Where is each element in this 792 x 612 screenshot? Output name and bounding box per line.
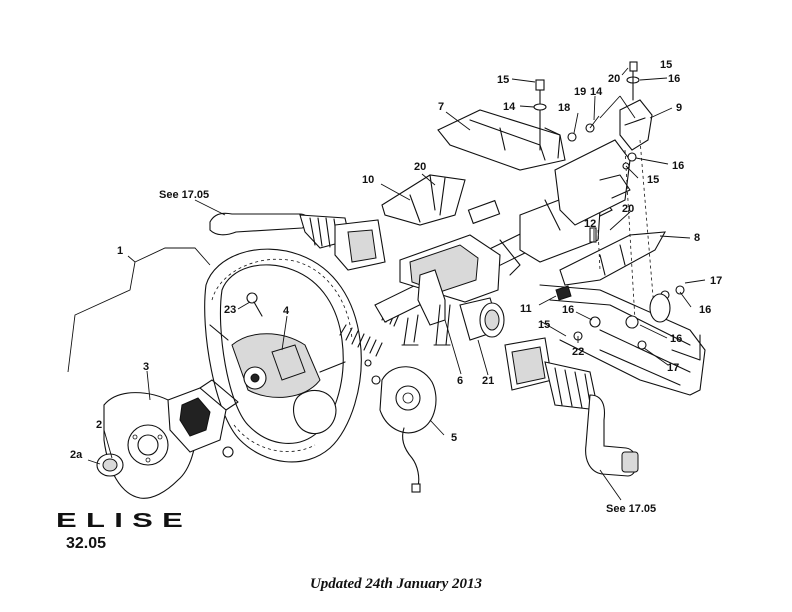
callout-2a: 2a bbox=[70, 449, 83, 461]
callout-3: 3 bbox=[143, 361, 149, 373]
callout-15-a: 15 bbox=[497, 74, 509, 86]
bolt-23 bbox=[246, 292, 263, 317]
callout-15-d: 15 bbox=[538, 319, 550, 331]
callout-16-c: 16 bbox=[562, 304, 574, 316]
callout-11: 11 bbox=[520, 303, 532, 315]
callout-4: 4 bbox=[283, 305, 290, 317]
steering-column bbox=[374, 139, 631, 346]
callout-2: 2 bbox=[96, 419, 102, 431]
dashboard-structure bbox=[539, 139, 706, 396]
callout-20-b: 20 bbox=[414, 161, 426, 173]
callout-17-b: 17 bbox=[667, 362, 679, 374]
clip-11 bbox=[555, 285, 572, 301]
callout-16-e: 16 bbox=[670, 333, 682, 345]
callout-16-a: 16 bbox=[668, 73, 680, 85]
see-reference-upper: See 17.05 bbox=[159, 189, 209, 201]
callout-10: 10 bbox=[362, 174, 374, 186]
leader-lines bbox=[67, 67, 706, 501]
page-code: 32.05 bbox=[66, 535, 107, 552]
ignition-lock bbox=[459, 297, 505, 341]
wiper-stalk-lower bbox=[504, 337, 639, 477]
see-reference-lower: See 17.05 bbox=[606, 503, 656, 515]
callout-20-c: 20 bbox=[622, 203, 634, 215]
brand-logo: ELISE bbox=[56, 510, 193, 532]
callout-16-b: 16 bbox=[672, 160, 684, 172]
hub-switch bbox=[271, 344, 306, 381]
callout-7: 7 bbox=[438, 101, 444, 113]
callout-6: 6 bbox=[457, 375, 463, 387]
callout-15-c: 15 bbox=[647, 174, 659, 186]
callout-16-d: 16 bbox=[699, 304, 711, 316]
callout-21: 21 bbox=[482, 375, 494, 387]
updated-footer: Updated 24th January 2013 bbox=[309, 576, 483, 592]
pin-12 bbox=[589, 227, 597, 243]
clock-spring bbox=[371, 366, 437, 493]
callout-20-a: 20 bbox=[608, 73, 620, 85]
callout-22: 22 bbox=[572, 346, 584, 358]
callout-15-b: 15 bbox=[660, 59, 672, 71]
mounting-bracket-right bbox=[619, 99, 653, 151]
callout-18: 18 bbox=[558, 102, 570, 114]
callout-8: 8 bbox=[694, 232, 700, 244]
indicator-stalk-upper bbox=[209, 212, 386, 271]
callout-14-right: 14 bbox=[590, 86, 603, 98]
callout-23: 23 bbox=[224, 304, 236, 316]
callout-12: 12 bbox=[584, 218, 596, 230]
callout-17-a: 17 bbox=[710, 275, 722, 287]
horn-button bbox=[96, 453, 124, 477]
upper-bracket bbox=[437, 109, 566, 171]
callout-9: 9 bbox=[676, 102, 682, 114]
callouts: 1 2 2a 3 4 5 6 7 8 9 10 11 12 14 14 15 1… bbox=[70, 59, 722, 515]
callout-14-left: 14 bbox=[503, 101, 516, 113]
mounting-bracket-left bbox=[381, 174, 466, 226]
callout-19: 19 bbox=[574, 86, 586, 98]
callout-5: 5 bbox=[451, 432, 457, 444]
steering-boss bbox=[167, 379, 239, 458]
callout-1: 1 bbox=[117, 245, 123, 257]
